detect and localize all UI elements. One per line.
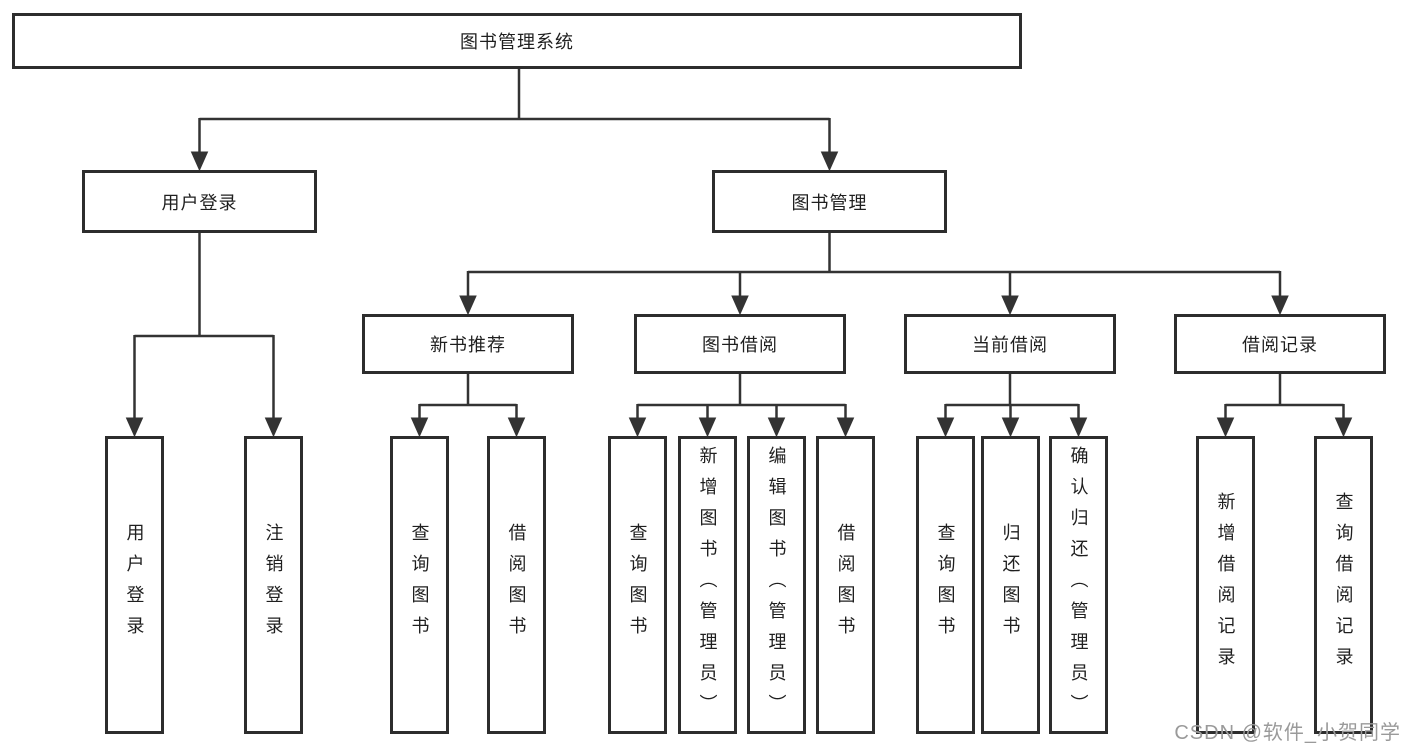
node-new-book-recommend: 新书推荐 xyxy=(362,314,574,374)
node-borrow-records: 借阅记录 xyxy=(1174,314,1386,374)
leaf-label: 查询图书 xyxy=(409,523,430,647)
connector-borrowrecords-to-leaves xyxy=(1216,374,1353,438)
leaf-label: 借阅图书 xyxy=(506,523,527,647)
leaf-logout: 注销登录 xyxy=(244,436,303,734)
leaf-query-borrow-record: 查询借阅记录 xyxy=(1314,436,1373,734)
node-label: 借阅记录 xyxy=(1242,335,1318,355)
node-label: 用户登录 xyxy=(161,192,238,213)
leaf-add-borrow-record: 新增借阅记录 xyxy=(1196,436,1255,734)
leaf-label: 注销登录 xyxy=(263,523,284,647)
node-label: 新书推荐 xyxy=(430,335,506,355)
node-library-management-system: 图书管理系统 xyxy=(12,13,1022,69)
node-label: 当前借阅 xyxy=(972,335,1048,355)
leaf-user-login: 用户登录 xyxy=(105,436,164,734)
connector-userlogin-to-leaves xyxy=(125,233,283,438)
leaf-label: 新增图书（管理员） xyxy=(697,445,718,725)
leaf-label: 编辑图书（管理员） xyxy=(766,445,787,725)
leaf-return-books: 归还图书 xyxy=(981,436,1040,734)
leaf-label: 查询图书 xyxy=(627,523,648,647)
leaf-label: 查询图书 xyxy=(935,523,956,647)
leaf-query-books-current: 查询图书 xyxy=(916,436,975,734)
node-label: 图书管理系统 xyxy=(460,32,574,52)
leaf-borrow-books: 借阅图书 xyxy=(816,436,875,734)
connector-newbook-to-leaves xyxy=(410,374,526,438)
csdn-watermark: CSDN @软件_小贺同学 xyxy=(1174,722,1401,744)
leaf-label: 确认归还（管理员） xyxy=(1068,445,1089,725)
leaf-add-books-admin: 新增图书（管理员） xyxy=(678,436,737,734)
connector-bookmgmt-to-level3 xyxy=(459,233,1289,316)
leaf-label: 查询借阅记录 xyxy=(1333,492,1354,678)
leaf-query-books-recommend: 查询图书 xyxy=(390,436,449,734)
leaf-query-books-borrow: 查询图书 xyxy=(608,436,667,734)
connector-currentborrow-to-leaves xyxy=(936,374,1088,438)
connector-root-to-level2 xyxy=(190,69,839,172)
connector-bookborrow-to-leaves xyxy=(628,374,855,438)
leaf-borrow-books-recommend: 借阅图书 xyxy=(487,436,546,734)
leaf-confirm-return-admin: 确认归还（管理员） xyxy=(1049,436,1108,734)
leaf-label: 借阅图书 xyxy=(835,523,856,647)
leaf-label: 归还图书 xyxy=(1000,523,1021,647)
node-label: 图书管理 xyxy=(791,192,868,213)
leaf-label: 新增借阅记录 xyxy=(1215,492,1236,678)
node-label: 图书借阅 xyxy=(702,335,778,355)
node-user-login: 用户登录 xyxy=(82,170,317,233)
leaf-edit-books-admin: 编辑图书（管理员） xyxy=(747,436,806,734)
node-book-management: 图书管理 xyxy=(712,170,947,233)
leaf-label: 用户登录 xyxy=(124,523,145,647)
node-current-borrow: 当前借阅 xyxy=(904,314,1116,374)
node-book-borrow: 图书借阅 xyxy=(634,314,846,374)
